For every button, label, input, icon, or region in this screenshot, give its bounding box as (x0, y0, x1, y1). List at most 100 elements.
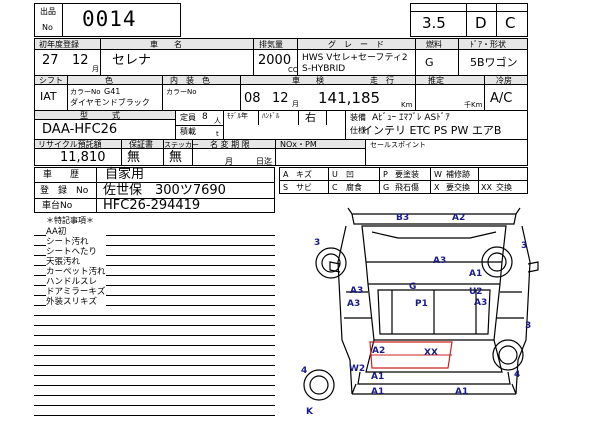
note-item: カーペット汚れ (46, 267, 106, 277)
lot-label-bottom: No (42, 23, 53, 32)
mileage-value: 141,185 (318, 89, 381, 107)
estimate-label: 推定 (428, 76, 444, 85)
damage-mark: XX (424, 348, 438, 358)
grade-line2: S-HYBRID (302, 64, 346, 74)
damage-mark: A3 (347, 299, 361, 309)
first-reg-label: 初年度登録 (39, 40, 79, 49)
exterior-grade: C (505, 14, 516, 32)
name-change-label: 名 変 期 限 (210, 140, 250, 149)
equipment-line1: Aﾋﾞｭｰ ｴﾏﾌﾞﾚ ASﾄﾞｱ (372, 113, 450, 123)
frame-label: 車台No (42, 201, 73, 211)
shift-value: IAT (40, 90, 57, 103)
legend-desc: キズ (296, 170, 312, 179)
reg-label: 登 録 No (40, 186, 89, 196)
load-unit: t (216, 130, 219, 138)
legend-desc: サビ (296, 183, 312, 192)
capacity-unit: 人 (214, 117, 221, 125)
ac-label: 冷房 (496, 76, 512, 85)
note-item: シート汚れ (46, 237, 106, 247)
legend-desc: 凹 (346, 170, 354, 179)
inspection-month: 12 (272, 91, 289, 106)
legend-code: X (434, 183, 440, 192)
main-grid (34, 38, 528, 166)
legend-desc: 要交換 (446, 183, 470, 192)
inspection-label: 車 検 (292, 76, 324, 85)
lot-number: 0014 (82, 7, 137, 31)
door-shape-value: 5Bワゴン (470, 56, 518, 69)
damage-mark: 3 (525, 321, 532, 331)
door-shape-label: ﾄﾞｱ・形状 (470, 40, 506, 49)
legend-code: P (383, 170, 388, 179)
mileage-unit: Km (401, 101, 413, 109)
note-item: 外装スリキズ (46, 297, 106, 307)
equipment-label: 装備 (350, 113, 366, 122)
cc-unit: CC (288, 66, 298, 74)
note-item: AA初 (46, 227, 106, 237)
damage-mark: A3 (350, 286, 364, 296)
displacement-label: 排気量 (259, 40, 283, 49)
lot-label-top: 出品 (40, 7, 56, 16)
history-label: 車 歴 (43, 170, 80, 180)
damage-mark: P1 (415, 299, 428, 309)
legend-desc: 要塗装 (395, 170, 419, 179)
damage-mark: G (409, 282, 417, 292)
legend-code: W (434, 170, 442, 179)
reg-value: 佐世保 300ツ7690 (103, 183, 226, 198)
note-item: ドアミラーキズ (46, 287, 106, 297)
inspection-year: 08 (244, 91, 261, 106)
estimate-unit: 千Km (464, 101, 483, 109)
warranty-value: 無 (127, 150, 141, 165)
deadline-day: 日迄 (256, 157, 272, 166)
deadline-month: 月 (225, 157, 233, 166)
legend-code: C (332, 183, 338, 192)
damage-mark: 4 (301, 366, 308, 376)
model-label: 型 式 (80, 111, 120, 120)
note-item: ハンドルスレ (46, 277, 106, 287)
damage-mark: 3 (521, 241, 528, 251)
damage-mark: 4 (514, 370, 521, 380)
legend-code: S (283, 183, 289, 192)
first-reg-year: 27 (42, 53, 59, 68)
legend-code: A (283, 170, 289, 179)
nox-label: NOx・PM (280, 140, 317, 149)
car-name-label: 車 名 (150, 40, 182, 49)
inspection-month-unit: 月 (292, 100, 299, 108)
recycle-label: リサイクル預託額 (38, 140, 102, 149)
damage-mark: A2 (372, 346, 386, 356)
model-year-label: ﾓﾃﾞﾙ年 (227, 112, 248, 120)
grade-label: グ レ ー ド (328, 40, 384, 49)
damage-mark: A1 (469, 269, 483, 279)
damage-mark: B3 (396, 213, 410, 223)
first-reg-month: 12 (72, 53, 89, 68)
color-no-label: カラーNo (70, 88, 101, 96)
capacity-value: 8 (202, 112, 208, 122)
color-no: G41 (104, 87, 121, 96)
damage-mark: U2 (469, 287, 483, 297)
warranty-label: 保証書 (129, 140, 153, 149)
damage-mark: 3 (314, 238, 321, 248)
lot-number-box (34, 3, 181, 37)
interior-grade: D (475, 14, 487, 32)
grade-line1: HWS Vセレ+セーフティ2 (302, 53, 408, 63)
shift-label: シフト (39, 76, 63, 85)
note-item: シートへたり (46, 247, 106, 257)
notes-list: AA初 シート汚れ シートへたり 天張汚れ カーペット汚れ ハンドルスレ ドアミ… (46, 227, 106, 307)
frame-value: HFC26-294419 (103, 198, 201, 213)
legend-desc: 補修跡 (446, 170, 470, 179)
legend-code: XX (481, 183, 492, 192)
legend-desc: 腐食 (346, 183, 362, 192)
ac-value: A/C (490, 91, 513, 106)
fuel-label: 燃料 (426, 40, 442, 49)
damage-mark: A1 (371, 372, 385, 382)
equipment-line2: インテリ ETC PS PW エアB (362, 124, 502, 137)
sales-point-label: セールスポイント (370, 141, 426, 149)
car-name: セレナ (112, 53, 152, 68)
capacity-label: 定員 (180, 113, 196, 122)
damage-mark: A1 (455, 387, 469, 397)
damage-mark: A3 (474, 298, 488, 308)
recycle-amount: 11,810 (60, 150, 106, 165)
legend-desc: 飛石傷 (395, 183, 419, 192)
damage-mark: W2 (349, 364, 366, 374)
sticker-value: 無 (169, 150, 183, 165)
